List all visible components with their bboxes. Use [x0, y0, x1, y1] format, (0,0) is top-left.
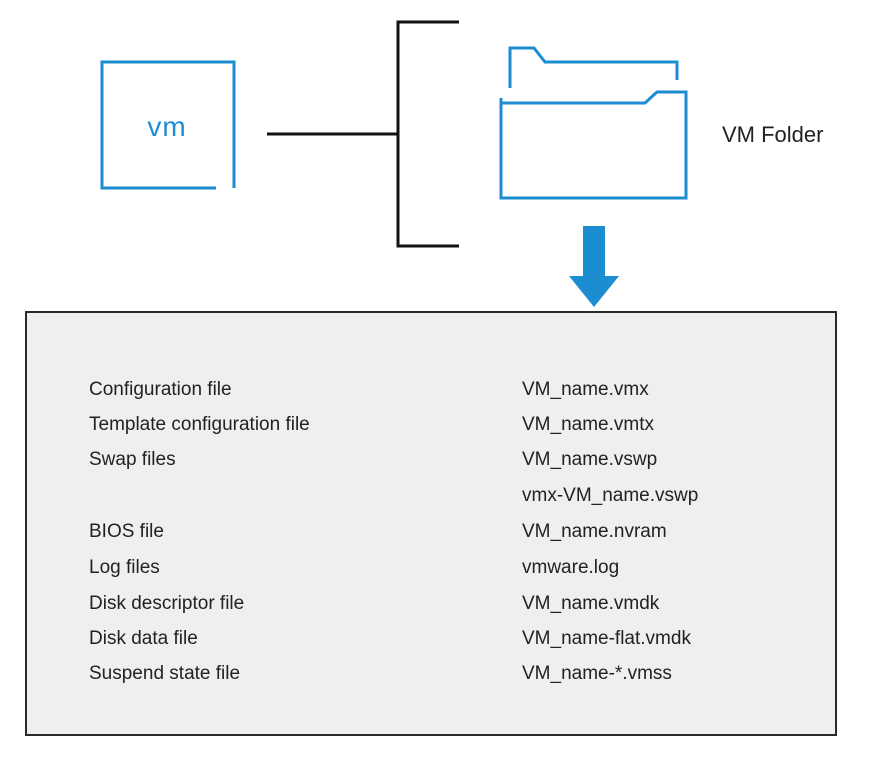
- folder-contents-box: Configuration file VM_name.vmx Template …: [25, 311, 837, 736]
- file-row: Suspend state file VM_name-*.vmss: [27, 663, 835, 693]
- file-name: VM_name-flat.vmdk: [522, 628, 691, 649]
- file-type: Disk descriptor file: [89, 593, 245, 614]
- file-name: vmware.log: [522, 557, 620, 578]
- file-row: Template configuration file VM_name.vmtx: [27, 414, 835, 444]
- file-row: Configuration file VM_name.vmx: [27, 379, 835, 409]
- file-row: Disk data file VM_name-flat.vmdk: [27, 628, 835, 658]
- file-row: vmx-VM_name.vswp: [27, 485, 835, 515]
- vm-icon: [100, 60, 236, 190]
- file-type: Suspend state file: [89, 663, 241, 684]
- file-row: BIOS file VM_name.nvram: [27, 521, 835, 551]
- file-row: Swap files VM_name.vswp: [27, 449, 835, 479]
- vm-icon-label: vm: [147, 111, 187, 142]
- file-name: VM_name.vswp: [522, 449, 658, 470]
- file-type: Log files: [89, 557, 160, 578]
- file-type: BIOS file: [89, 521, 164, 542]
- file-name: VM_name.vmx: [522, 379, 649, 400]
- file-name: VM_name.vmdk: [522, 593, 660, 614]
- file-name: VM_name.vmtx: [522, 414, 654, 435]
- file-type: Disk data file: [89, 628, 198, 649]
- file-name: vmx-VM_name.vswp: [522, 485, 699, 506]
- arrow-down-icon: [569, 226, 619, 307]
- file-type: Configuration file: [89, 379, 232, 400]
- file-row: Disk descriptor file VM_name.vmdk: [27, 593, 835, 623]
- file-type: Swap files: [89, 449, 176, 470]
- folder-label: VM Folder: [722, 122, 824, 147]
- file-type: Template configuration file: [89, 414, 310, 435]
- file-name: VM_name-*.vmss: [522, 663, 672, 684]
- folder-icon: [499, 46, 688, 200]
- file-name: VM_name.nvram: [522, 521, 667, 542]
- file-row: Log files vmware.log: [27, 557, 835, 587]
- bracket: [396, 20, 459, 248]
